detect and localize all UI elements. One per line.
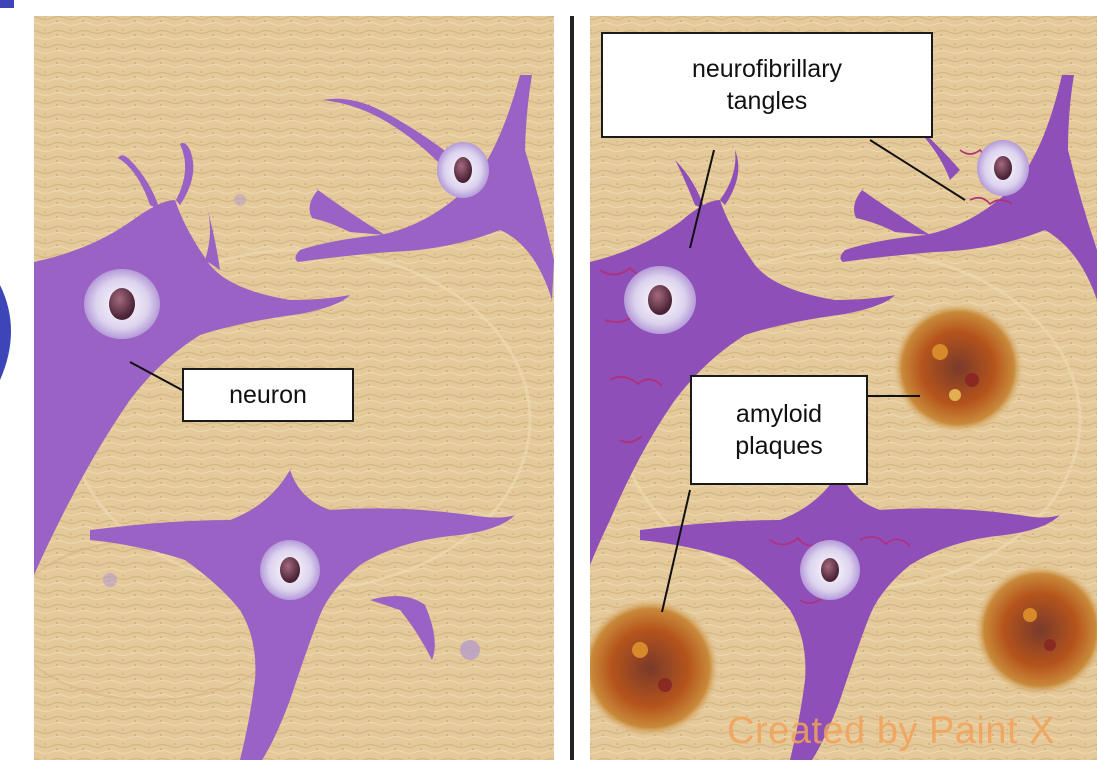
edge-accent — [0, 285, 11, 380]
neuron-label-text: neuron — [229, 379, 307, 411]
tangles-label-line1: neurofibrillary — [692, 53, 842, 85]
plaques-label-line1: amyloid — [736, 398, 822, 430]
watermark: Created by Paint X — [727, 710, 1055, 753]
tangles-label-line2: tangles — [727, 85, 808, 117]
edge-accent-top — [0, 0, 14, 8]
amyloid-plaques-label: amyloid plaques — [690, 375, 868, 485]
amyloid-plaque-center — [892, 302, 1024, 434]
plaques-label-line2: plaques — [735, 430, 823, 462]
panel-divider — [570, 16, 574, 760]
neurofibrillary-tangles-label: neurofibrillary tangles — [601, 32, 933, 138]
neuron-label: neuron — [182, 368, 354, 422]
amyloid-plaque-bottom-left — [580, 598, 720, 738]
